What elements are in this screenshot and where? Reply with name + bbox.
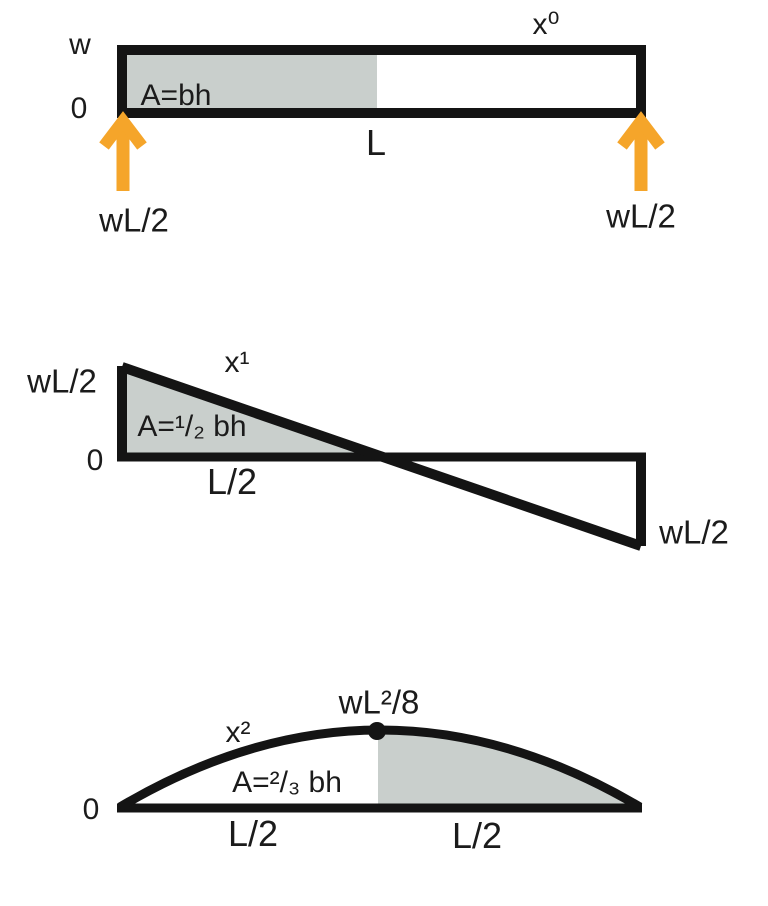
- shear-area-label: A=¹/₂ bh: [137, 410, 247, 443]
- shear-curve-order-label: x¹: [224, 346, 250, 379]
- load-curve-order-label: x⁰: [532, 8, 560, 41]
- load-area-label: A=bh: [140, 79, 212, 112]
- shear-half-span-label: L/2: [206, 461, 258, 502]
- right-reaction-label: wL/2: [606, 197, 676, 235]
- moment-curve-order-label: x²: [225, 716, 251, 749]
- beam-shaded-area: [123, 51, 377, 112]
- load-intensity-label: w: [69, 28, 91, 61]
- moment-peak-label: wL²/8: [338, 683, 420, 721]
- shear-diagonal-line: [120, 362, 643, 551]
- span-length-label: L: [365, 122, 387, 163]
- left-reaction-label: wL/2: [99, 201, 169, 239]
- load-zero-label: 0: [70, 92, 88, 125]
- moment-right-half-label: L/2: [451, 815, 503, 856]
- left-reaction-arrow-icon: [99, 111, 147, 191]
- moment-zero-label: 0: [82, 793, 100, 826]
- shear-max-label: wL/2: [27, 362, 97, 400]
- shear-min-label: wL/2: [659, 513, 729, 551]
- right-reaction-arrow-icon: [617, 111, 665, 191]
- beam-outline: [117, 45, 646, 118]
- moment-area-label: A=²/₃ bh: [232, 766, 342, 799]
- shear-zero-label: 0: [86, 444, 104, 477]
- moment-peak-dot: [368, 722, 386, 740]
- moment-shaded-area: [378, 730, 640, 807]
- moment-left-half-label: L/2: [227, 813, 279, 854]
